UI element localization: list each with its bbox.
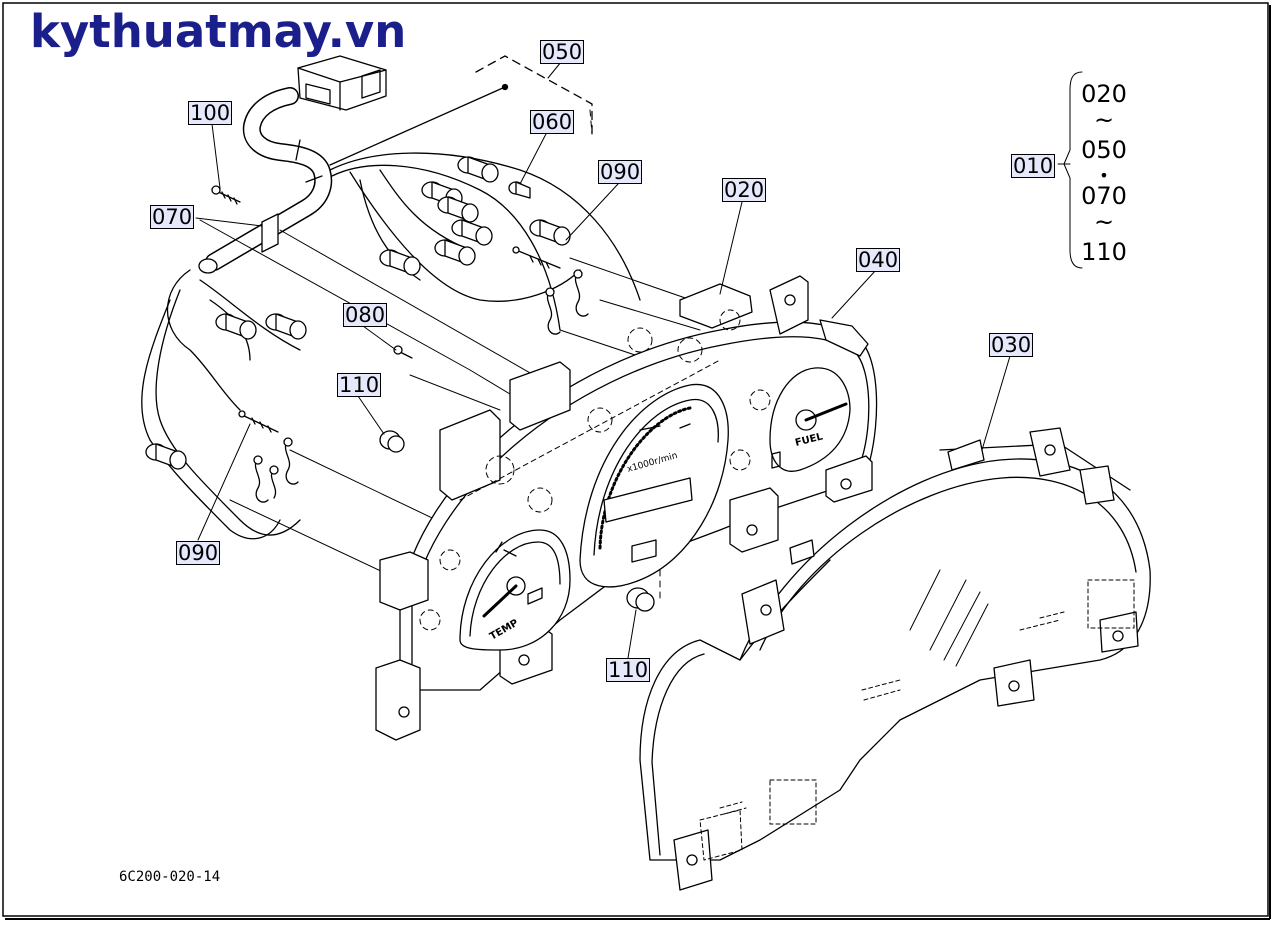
callout-090-bottom: 090 <box>176 541 221 565</box>
callout-110-bottom: 110 <box>606 658 651 682</box>
callout-020: 020 <box>722 178 767 202</box>
instrument-panel-020 <box>375 275 878 741</box>
terminal-pair-bottom <box>253 437 299 503</box>
lens-cover-030 <box>639 427 1151 891</box>
screw-090-top <box>512 246 561 269</box>
assembly-lines <box>199 109 721 601</box>
callout-050: 050 <box>540 40 585 64</box>
callout-030: 030 <box>989 333 1034 357</box>
callout-070: 070 <box>150 205 195 229</box>
callout-100: 100 <box>188 101 233 125</box>
range-start-020: 020 <box>1081 80 1127 108</box>
range-start-070: 070 <box>1081 182 1127 210</box>
callout-leaders <box>195 61 1083 659</box>
clip-070 <box>261 213 279 253</box>
range-end-110: 110 <box>1081 238 1127 266</box>
range-tilde-2: ~ <box>1093 208 1115 236</box>
connector-part-050 <box>297 55 593 166</box>
callout-040: 040 <box>856 248 901 272</box>
screw-090-bottom <box>238 410 279 433</box>
site-watermark: kythuatmay.vn <box>30 5 407 58</box>
grommet-110-left <box>379 430 405 453</box>
terminal-pair-top <box>545 269 589 335</box>
range-separator-dot: • <box>1099 166 1109 185</box>
grommet-110-bottom <box>626 587 655 612</box>
drawing-number: 6C200-020-14 <box>119 869 221 885</box>
range-end-050: 050 <box>1081 136 1127 164</box>
callout-090-top: 090 <box>598 160 643 184</box>
bulb-sockets-lower <box>145 313 307 470</box>
screw-080 <box>393 345 413 359</box>
screw-100 <box>211 185 241 205</box>
callout-060: 060 <box>530 110 575 134</box>
callout-110-left: 110 <box>337 373 382 397</box>
callout-080: 080 <box>343 303 388 327</box>
range-tilde-1: ~ <box>1093 106 1115 134</box>
bulb-sockets-upper <box>379 156 571 276</box>
callout-010: 010 <box>1011 154 1056 178</box>
